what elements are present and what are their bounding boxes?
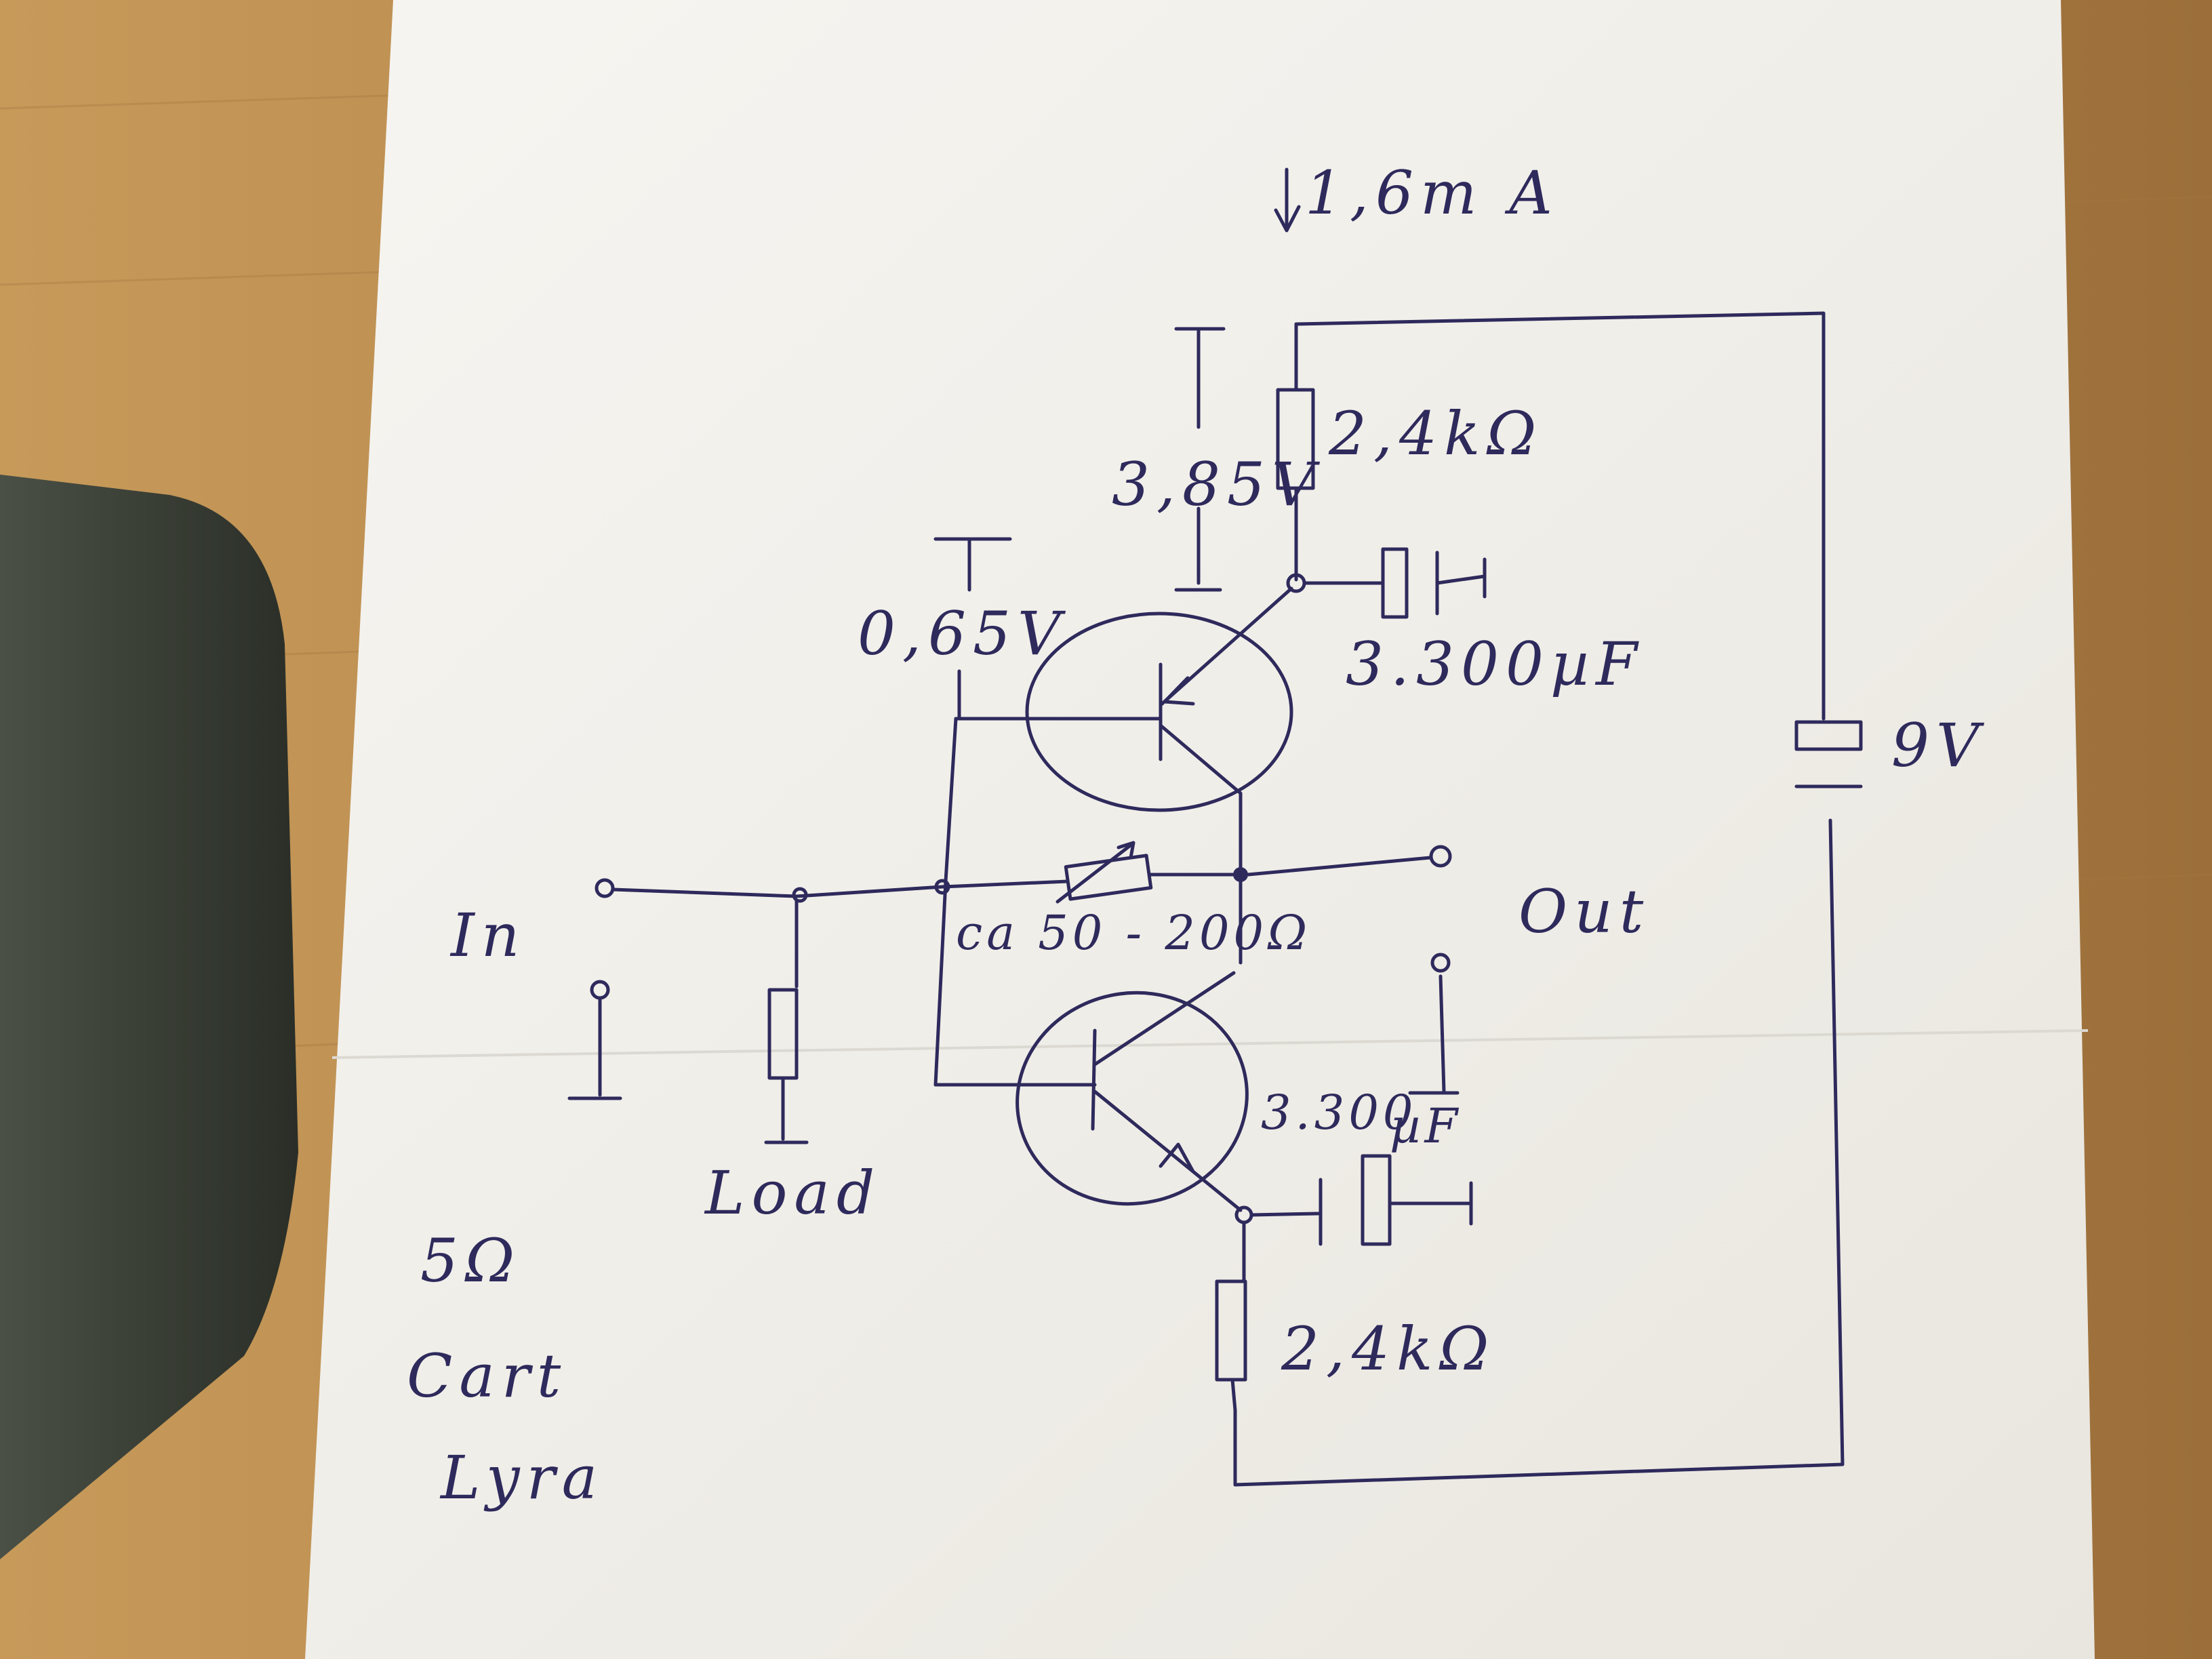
resistor-feedback-adjust <box>1055 841 1135 904</box>
wire-cap-lower-probe <box>1408 974 1460 1095</box>
note-line-3: Lyra <box>439 1443 604 1513</box>
transistor-lower-circle <box>1015 991 1249 1206</box>
battery-symbol <box>1794 720 1863 751</box>
input-ground <box>567 996 622 1100</box>
wire-lower-res-end <box>1230 1378 1237 1412</box>
schematic <box>567 311 1863 1487</box>
label-current: 1,6m A <box>1305 158 1559 228</box>
wire-cap-lower <box>1249 1212 1321 1217</box>
capacitor-top-plate <box>1381 547 1409 619</box>
wire-right-rail <box>1233 818 1845 1487</box>
output-terminal <box>1429 845 1452 868</box>
label-load: Load <box>704 1158 881 1228</box>
label-r-top: 2,4kΩ <box>1328 399 1543 468</box>
wire-input <box>611 885 944 898</box>
paper-sheet <box>305 0 2095 1659</box>
node-input <box>792 887 808 903</box>
transistor-upper-collector <box>1159 723 1243 877</box>
note-line-2: Cart <box>407 1341 567 1411</box>
label-r-feedback: ca 50 - 200Ω <box>956 905 1311 961</box>
label-cap-top: 3.300µF <box>1346 629 1644 699</box>
wire-output <box>1246 856 1432 877</box>
label-r-bottom: 2,4kΩ <box>1281 1314 1495 1384</box>
transistor-upper-circle <box>1025 612 1293 812</box>
wire-top-rail <box>1294 311 1826 721</box>
wire-feedback <box>940 879 1070 889</box>
transistor-lower-emitter <box>1093 1090 1243 1212</box>
capacitor-lower-plate <box>1361 1154 1392 1246</box>
resistor-feedback <box>1064 854 1153 901</box>
wire-cap-lower-out <box>1388 1181 1473 1226</box>
label-battery: 9V <box>1891 711 1986 780</box>
phone <box>0 475 298 1559</box>
label-cap-bottom-unit: µF <box>1390 1098 1462 1154</box>
label-v-top: 3,85V <box>1112 449 1322 519</box>
wire-load-ground <box>764 1076 809 1144</box>
probe-065 <box>933 537 1012 721</box>
transistor-lower-base-bar <box>1091 1028 1097 1131</box>
cap-lower-terminal <box>1430 953 1451 973</box>
transistor-lower-arrow <box>1159 1142 1195 1174</box>
label-input: In <box>449 900 526 970</box>
current-arrow-icon <box>1274 167 1301 233</box>
note-line-1: 5Ω <box>420 1226 521 1296</box>
annotations: 1,6m A 2,4kΩ 3,85V 0,65V 3.300µF 9V ca 5… <box>407 158 1986 1513</box>
label-output: Out <box>1519 877 1650 946</box>
paper-fold <box>331 1029 2089 1059</box>
label-v-base: 0,65V <box>858 599 1068 668</box>
capacitor-top-ground <box>1435 574 1487 585</box>
transistor-lower-collector <box>1093 971 1236 1066</box>
transistor-upper-arrow <box>1163 676 1195 706</box>
label-cap-bottom-value: 3.300 <box>1261 1085 1417 1140</box>
probe-385 <box>1174 327 1226 592</box>
